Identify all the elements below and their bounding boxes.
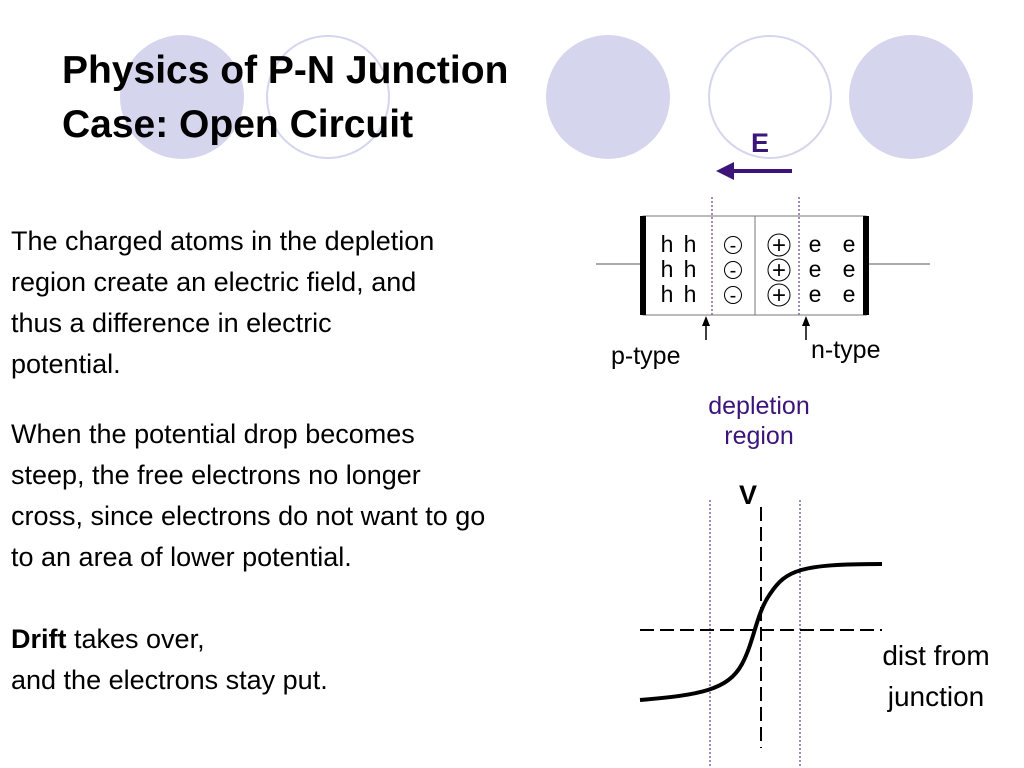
positive-ion-sign: + (772, 257, 786, 284)
slide-title: Physics of P-N Junction Case: Open Circu… (62, 44, 508, 152)
decor-circle-4 (708, 35, 832, 159)
decor-circle-5 (849, 35, 973, 159)
n-type-label: n-type (811, 336, 881, 364)
ion-circles (724, 233, 791, 307)
decor-circle-3 (546, 35, 670, 159)
text-line: region create an electric field, and (11, 267, 417, 297)
depletion-label-line1: depletion (708, 392, 810, 420)
electron-label: e (843, 256, 856, 282)
depletion-label-line2: region (724, 422, 794, 450)
negative-ion-circle (724, 236, 742, 254)
x-label-line2: junction (887, 681, 985, 712)
negative-ion-sign: - (730, 260, 737, 282)
positive-ion-sign: + (772, 282, 786, 309)
paragraph-electric-field: The charged atoms in the depletion regio… (11, 221, 434, 385)
field-label: E (751, 128, 770, 158)
hole-label: h (661, 231, 674, 257)
carrier-labels: h h h h h h - - - + + + e e e e e e (661, 231, 856, 309)
text-line: potential. (11, 349, 121, 379)
hole-label: h (684, 281, 697, 307)
negative-ion-circle (724, 261, 742, 279)
text-line: to an area of lower potential. (11, 542, 352, 572)
negative-ion-circle (724, 286, 742, 304)
electron-label: e (809, 231, 822, 257)
arrow-left-icon (716, 162, 792, 180)
positive-ion-sign: + (772, 232, 786, 259)
electron-label: e (809, 256, 822, 282)
hole-label: h (684, 256, 697, 282)
electron-label: e (843, 281, 856, 307)
arrow-up-icon (802, 316, 810, 340)
text-line: and the electrons stay put. (11, 665, 328, 695)
text-line: When the potential drop becomes (11, 419, 415, 449)
positive-ion-circle (767, 233, 791, 257)
hole-label: h (661, 256, 674, 282)
depletion-region-label: depletion region (689, 391, 829, 451)
title-line-2: Case: Open Circuit (62, 103, 414, 146)
p-type-label: p-type (611, 342, 681, 370)
text-line: cross, since electrons do not want to go (11, 501, 486, 531)
text-line: thus a difference in electric (11, 308, 332, 338)
drift-keyword: Drift (11, 624, 67, 654)
positive-ion-circle (767, 258, 791, 282)
text-line: The charged atoms in the depletion (11, 226, 435, 256)
potential-curve (639, 562, 883, 702)
text-line: steep, the free electrons no longer (11, 460, 421, 490)
plot-y-label: V (739, 480, 758, 510)
decor-circle-2 (266, 35, 390, 159)
positive-ion-circle (767, 283, 791, 307)
hole-label: h (684, 231, 697, 257)
hole-label: h (661, 281, 674, 307)
plot-x-label: dist from junction (862, 635, 1010, 717)
drift-rest: takes over, (66, 624, 205, 654)
title-line-1: Physics of P-N Junction (62, 49, 509, 92)
drift-line: Drift takes over, (11, 619, 328, 660)
negative-ion-sign: - (730, 235, 737, 257)
decor-circle-1 (120, 35, 244, 159)
paragraph-potential-drop: When the potential drop becomes steep, t… (11, 414, 485, 578)
electron-label: e (843, 231, 856, 257)
paragraph-drift: Drift takes over, and the electrons stay… (11, 619, 328, 701)
x-label-line1: dist from (882, 640, 990, 671)
negative-ion-sign: - (730, 285, 737, 307)
electron-label: e (809, 281, 822, 307)
arrow-up-icon (702, 316, 710, 340)
